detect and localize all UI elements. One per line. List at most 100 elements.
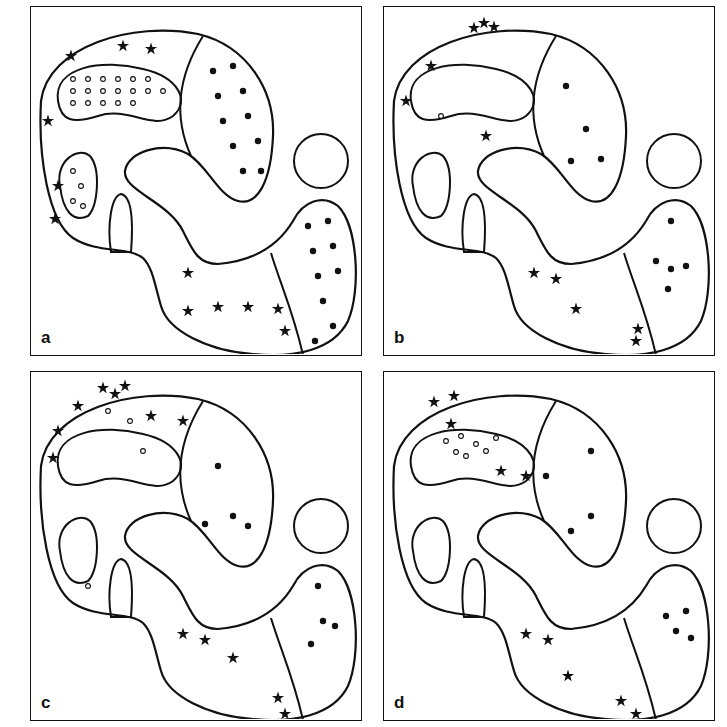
open-circle-marker	[131, 77, 136, 82]
open-circle-marker	[71, 101, 76, 106]
star-marker	[468, 22, 480, 34]
filled-dot-marker	[220, 118, 226, 124]
filled-dot-marker	[563, 83, 569, 89]
open-circle-marker	[454, 450, 459, 455]
star-marker	[65, 50, 77, 62]
star-marker	[480, 130, 492, 142]
filled-dot-marker	[330, 243, 336, 249]
open-circle-marker	[79, 184, 84, 189]
filled-dot-marker	[230, 143, 236, 149]
filled-dot-marker	[320, 618, 326, 624]
nucleus-outline	[462, 559, 485, 617]
nucleus-outline	[412, 153, 450, 218]
section-outline	[40, 396, 355, 719]
star-marker	[119, 380, 131, 392]
filled-dot-marker	[683, 263, 689, 269]
filled-dot-marker	[588, 448, 594, 454]
star-marker	[615, 695, 627, 707]
filled-dot-marker	[543, 473, 549, 479]
star-marker	[279, 708, 291, 719]
star-marker	[478, 17, 490, 29]
star-marker	[212, 301, 224, 313]
star-marker	[630, 335, 642, 347]
nucleus-outline	[624, 253, 656, 354]
open-circle-marker	[444, 439, 449, 444]
filled-dot-marker	[668, 218, 674, 224]
filled-dot-marker	[255, 138, 261, 144]
open-circle-marker	[101, 101, 106, 106]
nucleus-outline	[109, 559, 132, 617]
open-circle-marker	[474, 442, 479, 447]
brain-section-drawing	[384, 7, 713, 354]
star-marker	[570, 303, 582, 315]
open-circle-marker	[464, 454, 469, 459]
star-marker	[630, 708, 642, 719]
star-marker	[528, 267, 540, 279]
filled-dot-marker	[210, 68, 216, 74]
open-circle-marker	[86, 101, 91, 106]
star-marker	[72, 400, 84, 412]
brain-section-drawing	[31, 7, 360, 354]
open-circle-marker	[131, 101, 136, 106]
section-outline	[393, 31, 708, 354]
filled-dot-marker	[258, 168, 264, 174]
section-outline	[40, 31, 355, 354]
open-circle-marker	[71, 199, 76, 204]
filled-dot-marker	[335, 268, 341, 274]
filled-dot-marker	[583, 126, 589, 132]
star-marker	[448, 390, 460, 402]
open-circle-marker	[116, 77, 121, 82]
filled-dot-marker	[240, 168, 246, 174]
open-circle-marker	[459, 434, 464, 439]
star-marker	[145, 43, 157, 55]
open-circle-marker	[439, 114, 444, 119]
nucleus-outline	[58, 65, 181, 121]
star-marker	[550, 273, 562, 285]
star-marker	[49, 213, 61, 225]
filled-dot-marker	[668, 266, 674, 272]
filled-dot-marker	[315, 583, 321, 589]
star-marker	[520, 628, 532, 640]
filled-dot-marker	[568, 528, 574, 534]
open-circle-marker	[106, 409, 111, 414]
panel-letter: a	[39, 328, 52, 347]
filled-dot-marker	[312, 338, 318, 344]
star-marker	[182, 267, 194, 279]
star-marker	[562, 670, 574, 682]
nucleus-outline	[59, 518, 97, 583]
star-marker	[425, 60, 437, 72]
star-marker	[542, 634, 554, 646]
star-marker	[242, 301, 254, 313]
open-circle-marker	[101, 77, 106, 82]
open-circle-marker	[128, 419, 133, 424]
filled-dot-marker	[308, 641, 314, 647]
round-structure	[294, 499, 348, 553]
filled-dot-marker	[230, 513, 236, 519]
nucleus-outline	[109, 194, 132, 252]
filled-dot-marker	[683, 608, 689, 614]
filled-dot-marker	[202, 521, 208, 527]
star-marker	[272, 303, 284, 315]
filled-dot-marker	[245, 113, 251, 119]
round-structure	[647, 499, 701, 553]
star-marker	[495, 465, 507, 477]
nucleus-outline	[533, 36, 556, 156]
brain-section-drawing	[31, 372, 360, 719]
nucleus-outline	[59, 153, 97, 218]
panel-letter: c	[39, 693, 52, 712]
star-marker	[117, 40, 129, 52]
open-circle-marker	[141, 449, 146, 454]
star-marker	[632, 323, 644, 335]
open-circle-marker	[146, 77, 151, 82]
round-structure	[647, 134, 701, 188]
open-circle-marker	[71, 89, 76, 94]
open-circle-marker	[86, 584, 91, 589]
open-circle-marker	[81, 204, 86, 209]
open-circle-marker	[101, 89, 106, 94]
open-circle-marker	[86, 77, 91, 82]
filled-dot-marker	[215, 93, 221, 99]
star-marker	[47, 452, 59, 464]
nucleus-outline	[624, 618, 656, 719]
section-outline	[393, 396, 708, 719]
open-circle-marker	[131, 89, 136, 94]
